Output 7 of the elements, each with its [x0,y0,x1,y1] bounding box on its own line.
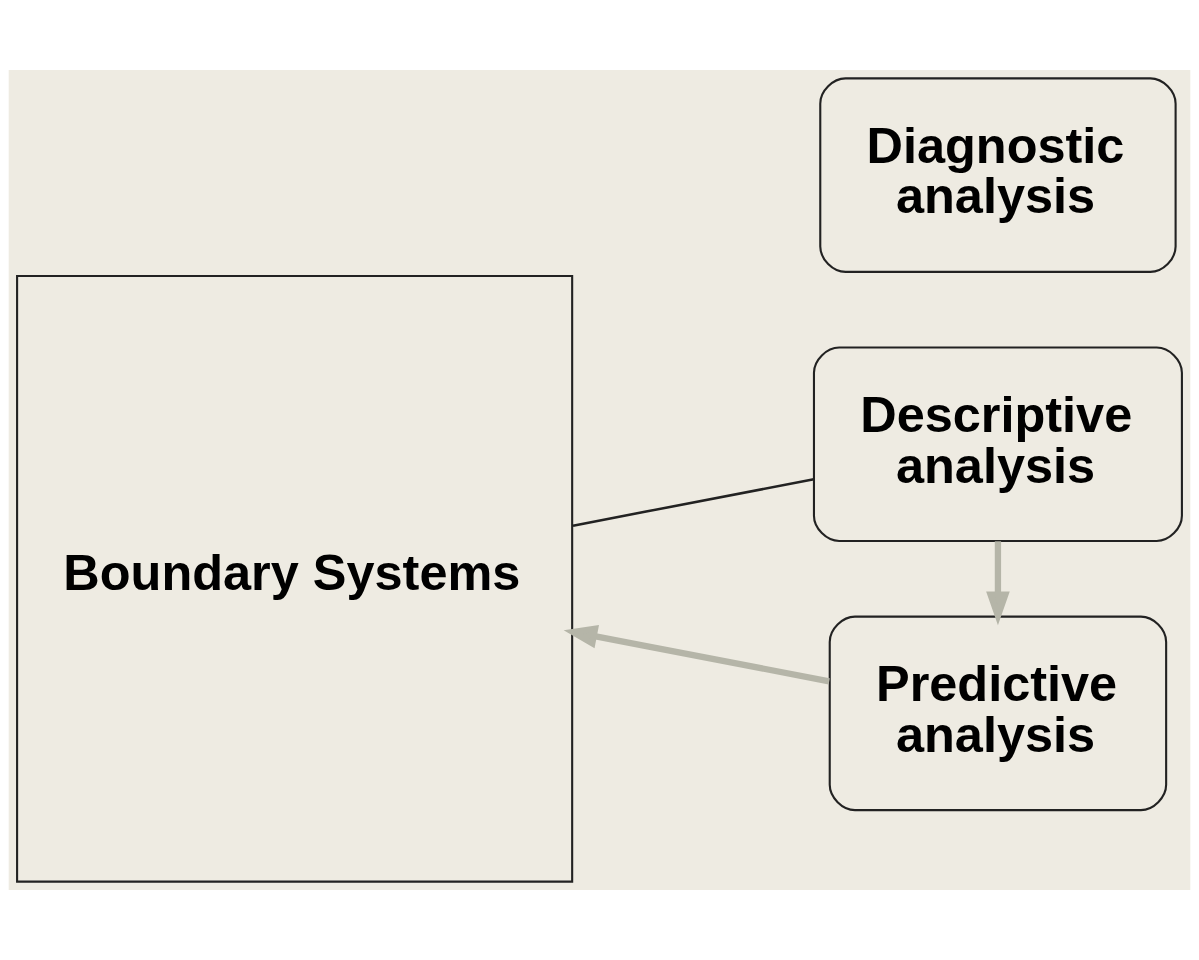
node-box: Boundary Systems [16,275,574,883]
arrow [986,541,1010,626]
arrow [563,625,830,685]
node-box: Predictive analysis [828,615,1168,812]
node-box: Diagnostic analysis [819,77,1177,273]
node-box: Descriptive analysis [812,346,1183,542]
connector [572,478,815,527]
